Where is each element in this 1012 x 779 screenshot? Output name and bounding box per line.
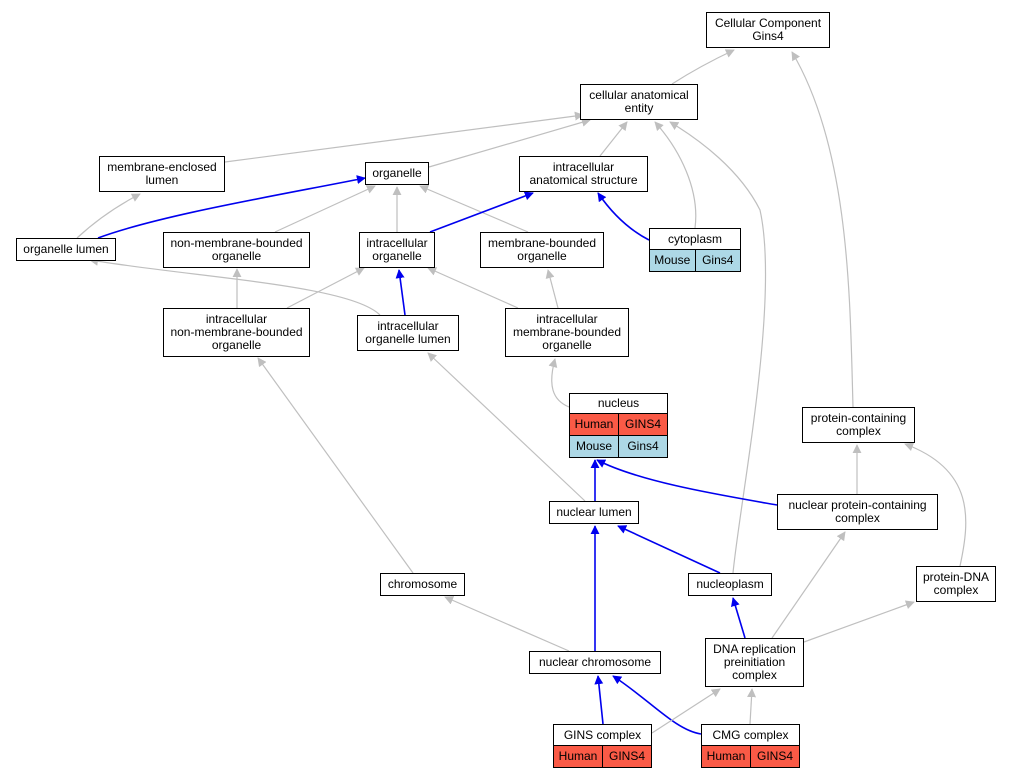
edge-gins_complex-to-dna_replication_preinitiation_complex <box>651 688 721 734</box>
edge-membrane_bounded_organelle-to-organelle <box>419 185 529 233</box>
node-label: cellular anatomical entity <box>589 88 689 115</box>
node-label: intracellular organelle <box>366 236 428 263</box>
edge-gins_complex-to-nuclear_chromosome <box>594 675 604 725</box>
node-membrane-bounded-organelle[interactable]: membrane-bounded organelle <box>480 232 604 268</box>
edge-nuclear_protein_containing_complex-to-nucleus <box>596 459 778 506</box>
edge-nucleoplasm-to-nuclear_lumen <box>617 525 721 574</box>
node-label: cytoplasm <box>667 231 723 246</box>
node-dna-replication-preinitiation-complex[interactable]: DNA replication preinitiation complex <box>705 638 804 687</box>
node-label: CMG complex <box>712 727 789 742</box>
gene-cell: GINS4 <box>602 746 651 767</box>
node-organelle[interactable]: organelle <box>365 162 429 185</box>
node-label: organelle lumen <box>23 242 109 256</box>
node-label: Cellular Component Gins4 <box>714 16 822 43</box>
edge-dna_replication_preinitiation_complex-to-nucleoplasm <box>731 597 746 639</box>
edge-nuclear_chromosome-to-chromosome <box>444 596 570 652</box>
edge-intracellular_non_membrane_bounded_organelle-to-intracellular_organelle <box>286 267 365 309</box>
edge-intracellular_organelle_lumen-to-intracellular_organelle <box>395 269 406 316</box>
species-cell: Human <box>702 746 750 767</box>
gene-cell: Gins4 <box>694 250 740 271</box>
node-label: nuclear lumen <box>556 505 632 519</box>
node-label: protein-DNA complex <box>922 570 990 597</box>
edge-dna_replication_preinitiation_complex-to-protein_dna_complex <box>803 600 915 643</box>
node-intracellular-non-membrane-bounded-organelle[interactable]: intracellular non-membrane-bounded organ… <box>163 308 310 357</box>
gene-cell: Gins4 <box>618 436 667 457</box>
species-cell: Human <box>554 746 602 767</box>
node-label: intracellular organelle lumen <box>365 319 451 346</box>
node-label: non-membrane-bounded organelle <box>170 236 303 263</box>
node-intracellular-organelle-lumen[interactable]: intracellular organelle lumen <box>357 315 459 351</box>
node-protein-dna-complex[interactable]: protein-DNA complex <box>916 566 996 602</box>
node-intracellular-membrane-bounded-organelle[interactable]: intracellular membrane-bounded organelle <box>505 308 629 357</box>
node-membrane-enclosed-lumen[interactable]: membrane-enclosed lumen <box>99 156 225 192</box>
edge-intracellular_anatomical_structure-to-cellular_anatomical_entity <box>599 121 628 157</box>
node-cellular-component[interactable]: Cellular Component Gins4 <box>706 12 830 48</box>
node-label: membrane-bounded organelle <box>487 236 597 263</box>
node-label: intracellular non-membrane-bounded organ… <box>170 312 303 352</box>
node-protein-containing-complex[interactable]: protein-containing complex <box>802 407 915 443</box>
node-non-membrane-bounded-organelle[interactable]: non-membrane-bounded organelle <box>163 232 310 268</box>
edge-intracellular_organelle-to-intracellular_anatomical_structure <box>429 191 534 233</box>
edge-cytoplasm-to-intracellular_anatomical_structure <box>597 192 650 241</box>
edge-nucleoplasm-to-cellular_anatomical_entity <box>669 121 767 574</box>
edge-intracellular_membrane_bounded_organelle-to-membrane_bounded_organelle <box>545 269 559 309</box>
edge-nuclear_lumen-to-intracellular_organelle_lumen <box>427 352 586 502</box>
edge-organelle-to-cellular_anatomical_entity <box>428 117 591 168</box>
edge-intracellular_organelle_lumen-to-organelle_lumen <box>89 256 381 316</box>
node-label: nucleoplasm <box>696 577 764 591</box>
edge-cytoplasm-to-cellular_anatomical_entity <box>654 121 697 229</box>
edge-organelle_lumen-to-organelle <box>97 175 366 239</box>
edge-non_membrane_bounded_organelle-to-organelle <box>274 185 376 233</box>
gene-cell: GINS4 <box>750 746 799 767</box>
gene-cell: GINS4 <box>618 414 667 435</box>
node-label: chromosome <box>387 577 458 591</box>
edge-cmg_complex-to-dna_replication_preinitiation_complex <box>747 688 757 725</box>
node-intracellular-organelle[interactable]: intracellular organelle <box>359 232 435 268</box>
edge-cellular_anatomical_entity-to-cellular_component <box>671 49 735 85</box>
node-label: nuclear protein-containing complex <box>788 498 927 525</box>
edge-chromosome-to-intracellular_non_membrane_bounded_organelle <box>257 357 414 574</box>
node-label: nucleus <box>597 396 640 410</box>
edge-protein_dna_complex-to-protein_containing_complex <box>904 442 967 567</box>
node-label: membrane-enclosed lumen <box>107 160 217 187</box>
node-label: intracellular membrane-bounded organelle <box>512 312 622 352</box>
edge-membrane_enclosed_lumen-to-cellular_anatomical_entity <box>224 111 584 163</box>
node-label: protein-containing complex <box>810 411 907 438</box>
node-label: organelle <box>372 166 422 180</box>
node-nucleoplasm[interactable]: nucleoplasm <box>688 573 772 596</box>
species-cell: Mouse <box>570 436 618 457</box>
edge-dna_replication_preinitiation_complex-to-nuclear_protein_containing_complex <box>771 531 846 639</box>
node-label: GINS complex <box>563 727 642 742</box>
node-cellular-anatomical-entity[interactable]: cellular anatomical entity <box>580 84 698 120</box>
node-label: intracellular anatomical structure <box>529 160 638 187</box>
edge-intracellular_membrane_bounded_organelle-to-intracellular_organelle <box>427 267 519 309</box>
edge-protein_containing_complex-to-cellular_component <box>791 51 854 408</box>
edge-cmg_complex-to-nuclear_chromosome <box>612 675 702 735</box>
species-cell: Human <box>570 414 618 435</box>
node-organelle-lumen[interactable]: organelle lumen <box>16 238 116 261</box>
node-nuclear-protein-containing-complex[interactable]: nuclear protein-containing complex <box>777 494 938 530</box>
edge-organelle_lumen-to-membrane_enclosed_lumen <box>76 193 141 239</box>
edge-nucleus-to-intracellular_membrane_bounded_organelle <box>548 358 570 408</box>
node-nuclear-lumen[interactable]: nuclear lumen <box>549 501 639 524</box>
species-cell: Mouse <box>650 250 695 271</box>
node-chromosome[interactable]: chromosome <box>380 573 465 596</box>
node-intracellular-anatomical-structure[interactable]: intracellular anatomical structure <box>519 156 648 192</box>
node-nuclear-chromosome[interactable]: nuclear chromosome <box>529 651 661 674</box>
node-label: nuclear chromosome <box>538 655 652 669</box>
node-label: DNA replication preinitiation complex <box>713 642 796 682</box>
